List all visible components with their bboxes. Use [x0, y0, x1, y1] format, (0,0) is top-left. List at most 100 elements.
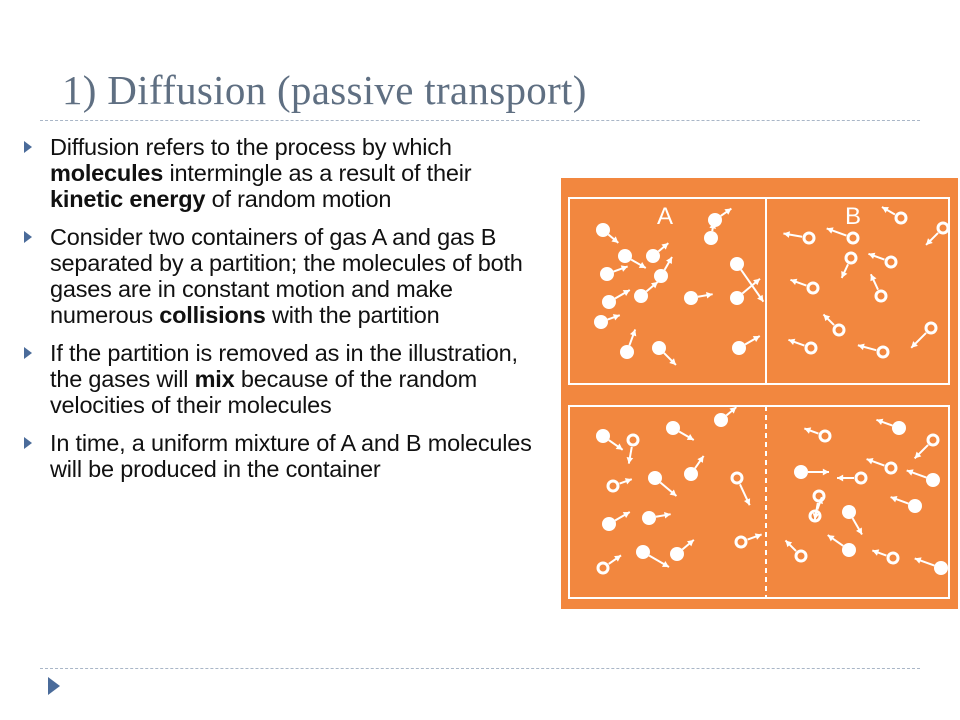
arrowhead: [757, 294, 764, 302]
arrowhead: [868, 252, 876, 260]
arrowhead: [827, 535, 835, 542]
arrowhead: [914, 557, 922, 564]
arrowhead: [754, 533, 762, 540]
label-gas-a: A: [657, 203, 673, 230]
arrowhead: [626, 457, 634, 464]
slide-nav-triangle-icon[interactable]: [48, 677, 60, 695]
gas-a-molecule: [596, 223, 610, 237]
top-container-outline: [568, 197, 950, 385]
gas-a-molecule: [620, 345, 634, 359]
gas-b-molecule: [606, 479, 620, 493]
arrowhead: [926, 238, 933, 245]
arrowhead: [650, 281, 658, 289]
arrowhead: [876, 418, 884, 426]
arrowhead: [881, 207, 889, 213]
arrowhead: [706, 291, 713, 299]
arrowhead: [753, 278, 760, 286]
gas-b-molecule: [894, 211, 908, 225]
gas-b-molecule: [806, 281, 820, 295]
arrowhead: [788, 338, 796, 346]
gas-b-molecule: [926, 433, 940, 447]
bullet-emphasis: mix: [194, 366, 235, 392]
gas-a-molecule: [642, 511, 656, 525]
gas-b-molecule: [794, 549, 808, 563]
arrowhead: [911, 341, 918, 348]
gas-a-molecule: [652, 341, 666, 355]
arrowhead: [856, 527, 862, 535]
gas-a-molecule: [648, 471, 662, 485]
gas-a-molecule: [926, 473, 940, 487]
arrowhead: [822, 468, 829, 476]
gas-b-molecule: [936, 221, 950, 235]
bullet-text: In time, a uniform mixture of A and B mo…: [50, 430, 532, 482]
arrowhead: [785, 540, 793, 548]
gas-b-molecule: [846, 231, 860, 245]
gas-b-molecule: [874, 289, 888, 303]
gas-b-molecule: [626, 433, 640, 447]
arrowhead: [669, 489, 677, 496]
bullet-list: Diffusion refers to the process by which…: [22, 134, 542, 494]
arrowhead: [783, 231, 791, 238]
gas-a-molecule: [732, 341, 746, 355]
bullet-emphasis: molecules: [50, 160, 164, 186]
arrowhead: [837, 474, 844, 482]
gas-a-molecule: [594, 315, 608, 329]
gas-b-molecule: [802, 231, 816, 245]
gas-a-molecule: [908, 499, 922, 513]
arrowhead: [669, 358, 676, 365]
bullet-text: because of the random velocities of thei…: [50, 366, 478, 418]
arrowhead: [614, 555, 622, 562]
arrowhead: [812, 513, 820, 520]
arrowhead: [857, 343, 865, 351]
title-divider: [40, 120, 920, 121]
bullet-item: Diffusion refers to the process by which…: [22, 134, 542, 212]
gas-a-molecule: [794, 465, 808, 479]
gas-a-molecule: [646, 249, 660, 263]
bullet-text: intermingle as a result of their: [163, 160, 472, 186]
arrowhead: [890, 496, 898, 503]
arrowhead: [872, 549, 880, 556]
gas-b-molecule: [884, 255, 898, 269]
bullet-item: Consider two containers of gas A and gas…: [22, 224, 542, 328]
arrowhead: [866, 458, 874, 465]
bullet-triangle-icon: [24, 347, 32, 359]
arrowhead: [624, 478, 632, 485]
arrowhead: [870, 274, 877, 282]
gas-a-molecule: [684, 467, 698, 481]
slide-title: 1) Diffusion (passive transport): [62, 67, 587, 113]
arrowhead: [664, 511, 671, 519]
gas-a-molecule: [730, 291, 744, 305]
arrowhead: [752, 336, 760, 342]
gas-b-molecule: [596, 561, 610, 575]
gas-b-molecule: [884, 461, 898, 475]
arrowhead: [816, 497, 823, 505]
gas-a-molecule: [714, 413, 728, 427]
arrowhead: [615, 443, 623, 450]
arrowhead: [823, 314, 831, 322]
arrowhead: [622, 512, 630, 518]
arrowhead: [622, 290, 630, 296]
gas-a-molecule: [704, 231, 718, 245]
arrowhead: [906, 469, 914, 476]
gas-a-molecule: [666, 421, 680, 435]
gas-a-molecule: [602, 295, 616, 309]
gas-a-molecule: [634, 289, 648, 303]
bullet-triangle-icon: [24, 437, 32, 449]
bullet-text: with the partition: [265, 302, 440, 328]
arrowhead: [638, 262, 646, 268]
arrowhead: [629, 329, 637, 337]
bullet-triangle-icon: [24, 141, 32, 153]
gas-b-molecule: [832, 323, 846, 337]
arrowhead: [744, 498, 751, 506]
gas-a-molecule: [636, 545, 650, 559]
arrowhead: [686, 539, 694, 547]
gas-a-molecule: [892, 421, 906, 435]
bullet-triangle-icon: [24, 231, 32, 243]
arrowhead: [666, 256, 672, 264]
arrowhead: [620, 265, 628, 272]
gas-b-molecule: [876, 345, 890, 359]
gas-b-molecule: [886, 551, 900, 565]
molecule-layer: [594, 206, 950, 575]
gas-b-molecule: [730, 471, 744, 485]
gas-b-molecule: [854, 471, 868, 485]
